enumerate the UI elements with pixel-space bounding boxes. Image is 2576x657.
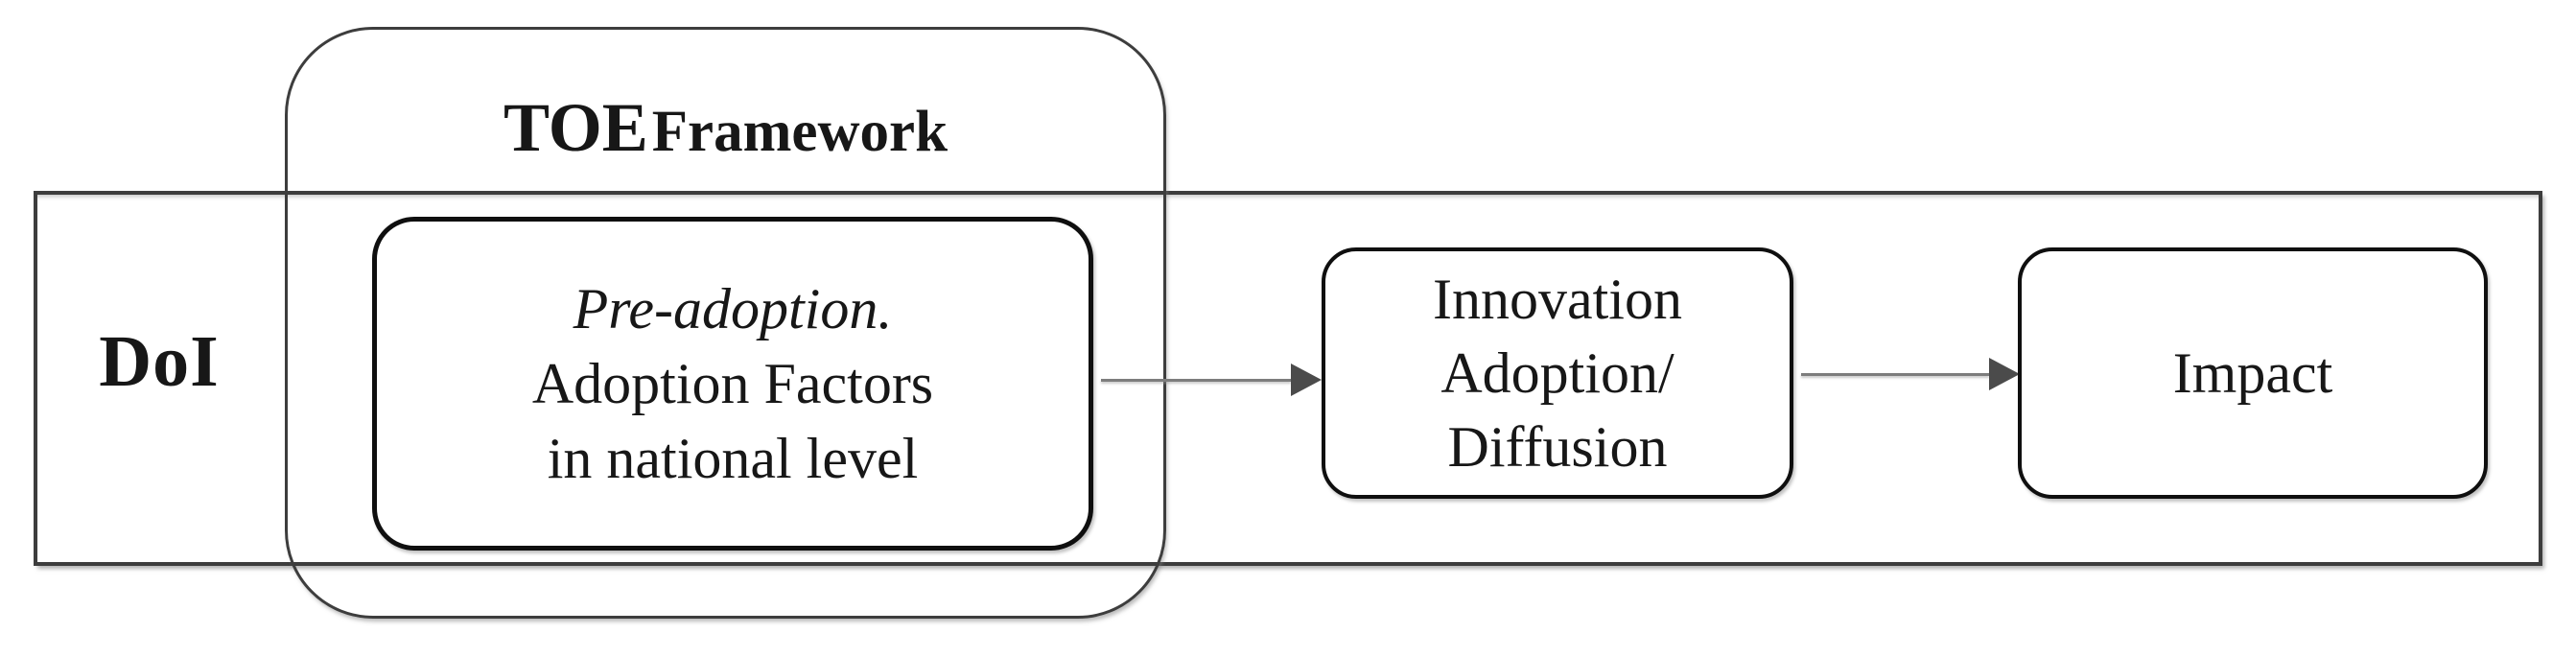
impact-label: Impact: [2172, 340, 2333, 405]
pre-adoption-line-2: Adoption Factors: [531, 352, 934, 415]
doi-label: DoI: [99, 321, 220, 402]
pre-adoption-line-3: in national level: [547, 427, 919, 490]
arrow-shaft: [1101, 378, 1291, 382]
innovation-line-2: Adoption/: [1440, 340, 1674, 405]
toe-title-main: TOE: [503, 89, 648, 166]
pre-adoption-line-1: Pre-adoption.: [573, 277, 893, 340]
innovation-line-3: Diffusion: [1447, 414, 1668, 479]
innovation-line-1: Innovation: [1433, 267, 1682, 331]
arrowhead-right-icon: [1989, 358, 2020, 390]
arrow-preadoption-to-innovation: [1101, 364, 1322, 396]
toe-title-sub: Framework: [651, 100, 948, 164]
impact-box: Impact: [2018, 247, 2488, 499]
arrow-innovation-to-impact: [1801, 358, 2020, 390]
doi-container-box: [34, 191, 2542, 566]
arrowhead-right-icon: [1291, 364, 1322, 396]
toe-framework-box: [285, 27, 1166, 619]
toe-framework-title: TOE Framework: [285, 88, 1166, 168]
pre-adoption-box: Pre-adoption. Adoption Factors in nation…: [372, 217, 1093, 551]
arrow-shaft: [1801, 372, 1989, 376]
innovation-adoption-diffusion-box: Innovation Adoption/ Diffusion: [1322, 247, 1793, 499]
